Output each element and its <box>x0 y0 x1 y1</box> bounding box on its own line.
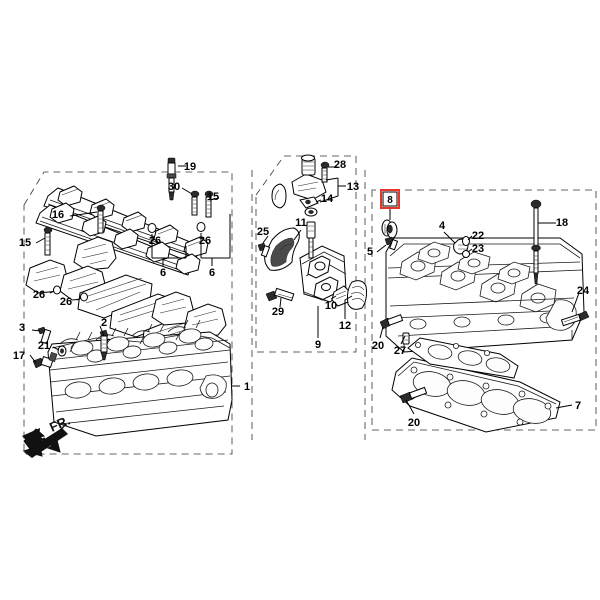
callout-27: 27 <box>394 345 406 357</box>
cam-towers-right <box>399 241 557 313</box>
washer-26-b <box>196 222 206 232</box>
rocker-shaft-assembly <box>25 157 227 357</box>
oring-23 <box>462 250 470 258</box>
rocker-arms <box>25 236 227 357</box>
callout-28: 28 <box>334 159 346 171</box>
callout-6-a: 6 <box>160 267 166 279</box>
callout-2: 2 <box>101 317 107 329</box>
sensor-17 <box>32 351 58 369</box>
callout-16: 16 <box>52 209 64 221</box>
callout-14: 14 <box>321 193 334 205</box>
callout-18: 18 <box>556 217 568 229</box>
seal-8 <box>381 219 398 239</box>
dowel-3 <box>37 326 52 345</box>
bolt-15-left <box>43 226 53 256</box>
head-side-ports <box>64 369 194 399</box>
callout-4: 4 <box>439 220 446 232</box>
callout-20-b: 20 <box>408 417 420 429</box>
callout-29: 29 <box>272 306 284 318</box>
callout-26-d: 26 <box>60 296 72 308</box>
callout-11: 11 <box>295 217 307 229</box>
callout-1: 1 <box>244 381 250 393</box>
group-boundaries <box>23 155 597 455</box>
rocker-shaft-rear <box>43 185 209 259</box>
callout-13: 13 <box>347 181 359 193</box>
long-bolt-18 <box>530 199 542 285</box>
bolt-29 <box>265 287 295 302</box>
bolt-group-upper <box>43 157 214 302</box>
callout-26-b: 26 <box>199 235 211 247</box>
callout-23: 23 <box>472 243 484 255</box>
bolt-25 <box>257 242 271 258</box>
upper-bracket-13 <box>271 154 330 209</box>
leader-lines <box>29 165 580 415</box>
cylinder-head-right <box>385 237 585 353</box>
bolt-30 <box>190 190 200 216</box>
washer-26-d <box>80 292 88 302</box>
bolt-5 <box>384 236 399 251</box>
cylinder-head-left <box>47 319 233 437</box>
callout-22: 22 <box>472 230 484 242</box>
callout-12: 12 <box>339 320 351 332</box>
bolt-15-upper <box>204 190 214 218</box>
bracket-11 <box>264 227 300 271</box>
orientation-marker: FR. <box>22 413 72 458</box>
callout-30: 30 <box>168 181 180 193</box>
highlighted-callout-8[interactable]: 8 <box>380 189 400 209</box>
callout-7: 7 <box>575 400 581 412</box>
intake-gasket <box>407 337 519 379</box>
callout-19: 19 <box>184 161 196 173</box>
callout-6-b: 6 <box>209 267 215 279</box>
callout-26-c: 26 <box>33 289 45 301</box>
dowel-27 <box>402 332 410 345</box>
left-small-parts <box>32 326 109 369</box>
dowel-20-upper <box>379 314 404 330</box>
callout-10: 10 <box>325 300 337 312</box>
callout-labels: 1 2 3 4 5 6 6 7 9 10 11 12 13 14 15 15 1… <box>13 159 590 429</box>
bolt-16 <box>96 204 106 234</box>
washer-26-c <box>53 285 61 295</box>
callout-21: 21 <box>38 340 50 352</box>
callout-26-a: 26 <box>149 235 161 247</box>
washer-21 <box>57 345 67 357</box>
callout-3: 3 <box>19 322 25 334</box>
filter-12 <box>347 280 367 310</box>
callout-25: 25 <box>257 226 269 238</box>
oring-22 <box>462 236 470 246</box>
callout-24: 24 <box>577 285 590 297</box>
callout-20-a: 20 <box>372 340 384 352</box>
front-face-bosses <box>409 312 557 330</box>
filter-column <box>304 207 318 259</box>
spark-plug-19 <box>166 157 177 201</box>
dowel-24 <box>560 310 590 327</box>
callout-15-a: 15 <box>207 191 219 203</box>
right-small-parts <box>379 199 590 404</box>
callout-17: 17 <box>13 350 25 362</box>
vtec-solenoid-assembly <box>257 154 367 310</box>
callout-5: 5 <box>367 246 373 258</box>
callout-9: 9 <box>315 339 321 351</box>
callout-8-number: 8 <box>387 195 393 206</box>
dowel-20-lower <box>399 386 428 404</box>
head-ports <box>70 328 214 363</box>
washer-26-a <box>147 223 157 233</box>
callout-15-b: 15 <box>19 237 31 249</box>
